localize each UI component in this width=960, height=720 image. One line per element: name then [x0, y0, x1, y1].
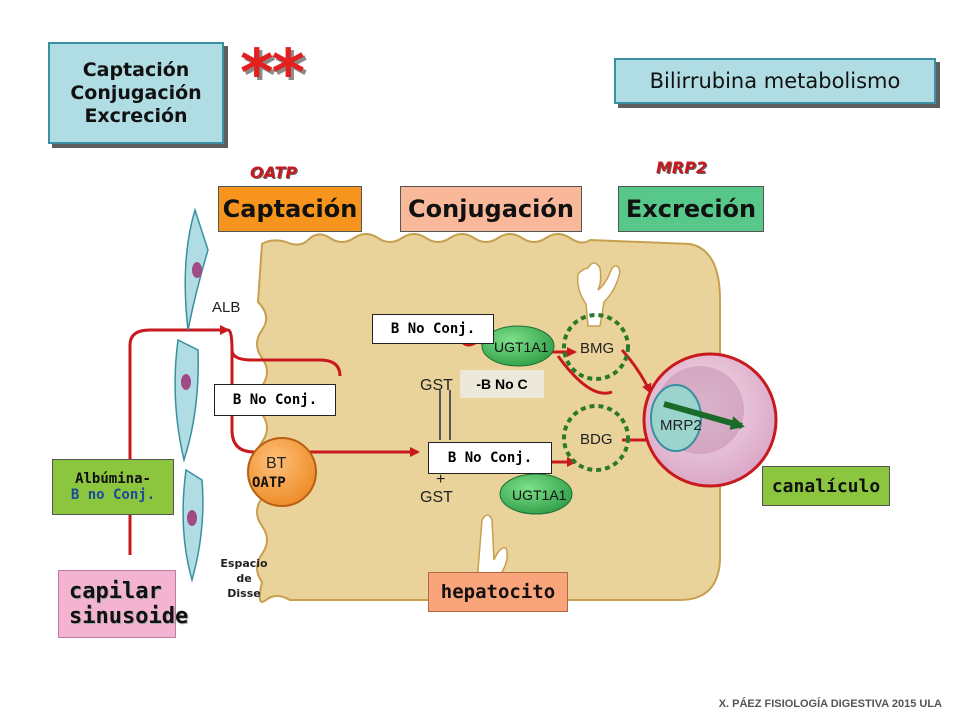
capilar-line-2: sinusoide — [69, 604, 189, 629]
summary-line-3: Excreción — [84, 104, 188, 127]
albumina-line-2: B no Conj. — [70, 487, 156, 503]
oatp-label: OATP — [250, 163, 298, 182]
ugt1a1-top — [481, 325, 555, 367]
gst-top: GST — [420, 377, 453, 394]
capilar-sinusoide-label: capilar sinusoide — [58, 570, 188, 638]
capilar-line-1: capilar — [69, 579, 162, 604]
albumina-line-1: Albúmina- — [75, 471, 151, 487]
bmg-circle — [562, 313, 630, 381]
bdg-circle — [562, 404, 630, 472]
espacio-disse-label: Espacio de Disse — [212, 556, 276, 601]
oatp-inner-label: OATP — [252, 475, 286, 491]
villus-top — [576, 262, 621, 327]
svg-text:UGT1A1: UGT1A1 — [494, 339, 549, 355]
footer-credit: X. PÁEZ FISIOLOGÍA DIGESTIVA 2015 ULA — [718, 698, 942, 710]
albumina-label: Albúmina- B no Conj. — [52, 459, 174, 515]
mrp2-label: MRP2 — [656, 158, 708, 177]
svg-text:MRP2: MRP2 — [660, 417, 702, 434]
plus-sign: + — [436, 471, 445, 488]
disse-line-3: Disse — [227, 587, 261, 600]
page-title: Bilirrubina metabolismo — [614, 58, 936, 104]
b-no-conj-left: B No Conj. — [214, 384, 336, 416]
summary-line-2: Conjugación — [70, 81, 202, 104]
header-excrecion: Excreción — [618, 186, 764, 232]
svg-text:BT: BT — [266, 455, 287, 472]
header-conjugacion: Conjugación — [400, 186, 582, 232]
gst-bottom: GST — [420, 489, 453, 506]
disse-line-1: Espacio — [220, 557, 268, 570]
endothelial-cell-2 — [174, 338, 199, 463]
svg-text:UGT1A1: UGT1A1 — [512, 487, 567, 503]
mrp2-transporter — [650, 384, 702, 452]
disse-line-2: de — [236, 572, 252, 585]
b-no-conj-top: B No Conj. — [372, 314, 494, 344]
svg-text:BDG: BDG — [580, 431, 613, 448]
stars-mark: ** — [240, 37, 305, 111]
summary-line-1: Captación — [82, 58, 190, 81]
excretion-arrow — [663, 401, 745, 430]
alb-label: ALB — [212, 299, 240, 316]
bt-transporter — [247, 437, 317, 507]
b-no-conj-mid: B No Conj. — [428, 442, 552, 474]
ugt1a1-bottom — [499, 473, 573, 515]
b-no-c-label: -B No C — [460, 370, 544, 398]
hepatocito-label: hepatocito — [428, 572, 568, 612]
summary-box: Captación Conjugación Excreción — [48, 42, 224, 144]
svg-text:BMG: BMG — [580, 340, 614, 357]
header-captacion: Captación — [218, 186, 362, 232]
canaliculo-label: canalículo — [762, 466, 890, 506]
